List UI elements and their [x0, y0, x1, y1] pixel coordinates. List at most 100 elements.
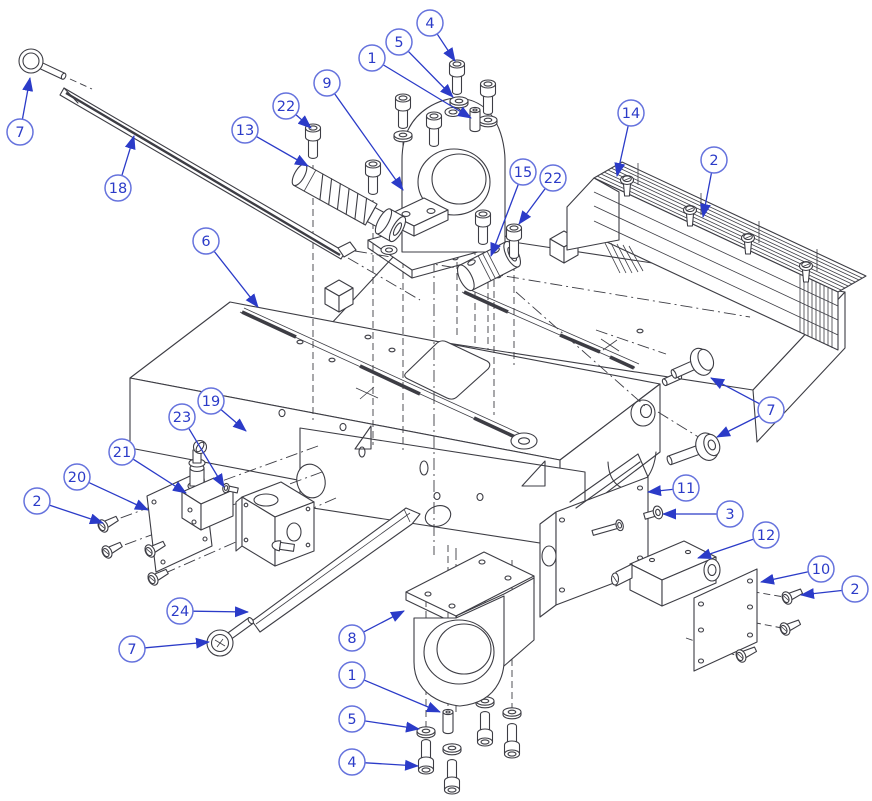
callout-number: 6 [201, 234, 210, 250]
callout-circle [700, 146, 728, 174]
callout-number: 22 [544, 171, 562, 187]
callout-leader [490, 184, 519, 257]
callout-balloon-4: 4 [338, 748, 419, 776]
callout-circle [6, 118, 34, 146]
callout-circle [509, 158, 537, 186]
callout-circle [757, 396, 785, 424]
callout-balloon-5: 5 [338, 705, 420, 733]
callout-leader [133, 458, 187, 494]
callout-circle [168, 403, 196, 431]
callout-balloon-22: 22 [272, 92, 312, 129]
callout-balloon-18: 18 [104, 135, 136, 202]
callout-circle [313, 69, 341, 97]
callout-leader [21, 77, 34, 119]
callout-leader [614, 126, 629, 177]
callout-leader [256, 136, 309, 167]
callout-balloon-15: 15 [490, 158, 537, 257]
callout-leader [88, 482, 149, 511]
callout-circle [166, 597, 194, 625]
callout-number: 19 [202, 394, 220, 410]
callout-number: 7 [127, 642, 136, 658]
callout-circle [539, 164, 567, 192]
callout-circle [338, 748, 366, 776]
callout-balloon-23: 23 [168, 403, 225, 488]
callout-number: 4 [425, 16, 434, 32]
callout-circle [192, 227, 220, 255]
callout-number: 9 [322, 76, 331, 92]
callout-circle [118, 635, 146, 663]
callout-balloon-21: 21 [108, 438, 187, 494]
part-bellows-way-cover [566, 161, 867, 351]
callout-number: 13 [236, 123, 254, 139]
callout-leader [800, 588, 842, 600]
callout-balloon-11: 11 [647, 474, 700, 502]
callout-number: 5 [394, 35, 403, 51]
callout-leader [710, 377, 760, 405]
callout-number: 24 [171, 604, 189, 620]
callout-balloon-4: 4 [416, 9, 456, 62]
part-gib-bar-24 [251, 507, 421, 633]
callout-circle [807, 555, 835, 583]
callout-balloon-2: 2 [700, 146, 728, 218]
callout-circle [197, 387, 225, 415]
callout-leader [383, 64, 472, 119]
ball-screw-7-bottom [206, 617, 254, 657]
callout-leader [647, 485, 673, 497]
callout-number: 2 [32, 494, 41, 510]
callout-balloon-10: 10 [760, 555, 835, 585]
callout-circle [63, 463, 91, 491]
callout-balloon-5: 5 [385, 28, 454, 98]
callout-number: 8 [347, 631, 356, 647]
callout-balloon-1: 1 [338, 661, 441, 713]
callout-balloon-7: 7 [710, 377, 785, 438]
callout-circle [338, 661, 366, 689]
callout-number: 20 [68, 470, 86, 486]
callout-leader [365, 759, 419, 771]
callout-circle [752, 521, 780, 549]
callout-balloon-7: 7 [6, 77, 34, 146]
callout-number: 3 [725, 507, 734, 523]
callout-number: 2 [709, 153, 718, 169]
callout-circle [672, 474, 700, 502]
callout-leader [295, 114, 312, 129]
callout-number: 18 [109, 181, 127, 197]
callout-leader [408, 51, 454, 98]
callout-leader [121, 135, 136, 176]
callout-number: 7 [15, 125, 24, 141]
callout-number: 11 [677, 481, 695, 497]
callout-leader [193, 606, 249, 618]
callout-circle [338, 705, 366, 733]
callout-number: 2 [850, 582, 859, 598]
callout-number: 23 [173, 410, 191, 426]
callout-number: 4 [347, 755, 356, 771]
shoulder-screw-7a [661, 347, 715, 387]
callout-leader [518, 188, 546, 225]
callout-circle [385, 28, 413, 56]
callout-circle [716, 500, 744, 528]
callout-balloon-2: 2 [23, 487, 104, 525]
callout-balloon-24: 24 [166, 597, 249, 625]
callout-leader [334, 93, 404, 191]
callout-balloon-1: 1 [358, 44, 472, 119]
ball-screw-7-top-left [18, 48, 67, 80]
callout-circle [841, 575, 869, 603]
bellows-fold-lines [593, 163, 863, 348]
callout-leader [365, 720, 420, 733]
callout-balloon-13: 13 [231, 116, 309, 167]
callout-leader [700, 173, 713, 218]
callout-leader [716, 415, 760, 438]
callout-balloon-9: 9 [313, 69, 404, 191]
callout-circle [108, 438, 136, 466]
callout-number: 7 [766, 403, 775, 419]
callout-leader [760, 571, 808, 585]
part-shaft-coupling [456, 240, 522, 292]
callout-number: 12 [757, 528, 775, 544]
callout-number: 1 [367, 51, 376, 67]
callout-balloon-8: 8 [338, 610, 405, 652]
callout-leader [364, 679, 441, 713]
callout-circle [338, 624, 366, 652]
callout-balloon-22: 22 [518, 164, 567, 225]
